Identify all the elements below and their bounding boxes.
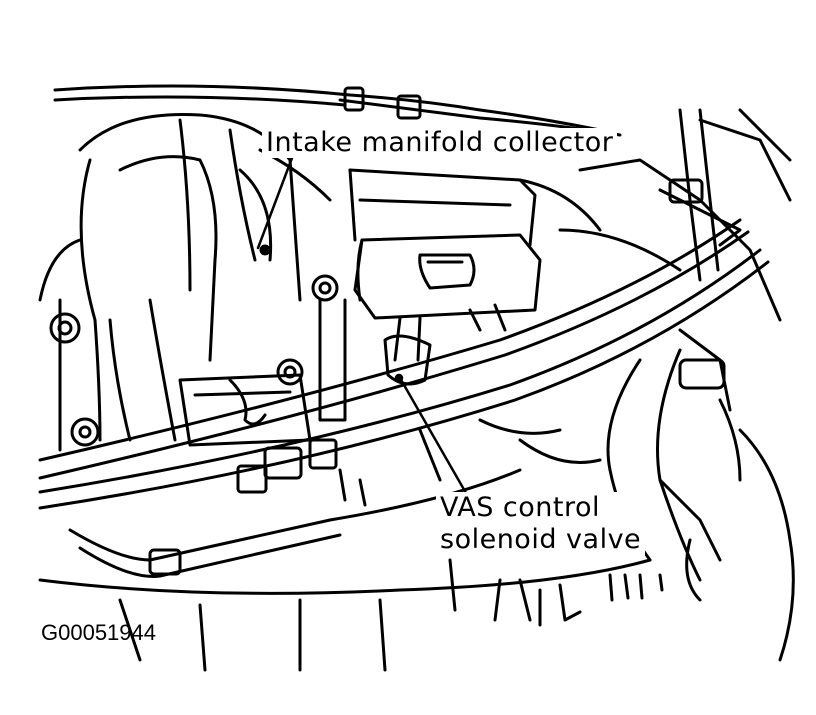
leader-line-vas [398, 376, 472, 502]
top-harness [53, 84, 622, 137]
bolts [49, 244, 347, 447]
vas-label-line-1: VAS control [440, 492, 601, 523]
intake-manifold-collector-label: Intake manifold collector [262, 128, 618, 158]
figure-id: G00051944 [41, 620, 156, 645]
leader-lines [256, 156, 472, 502]
lower-engine-detail [38, 418, 664, 672]
vas-label-line-2: solenoid valve [440, 524, 642, 555]
vacuum-tubes [38, 218, 770, 578]
vas-control-solenoid-valve-label: VAS control solenoid valve [436, 492, 646, 556]
vas-solenoid-body [353, 233, 542, 386]
leader-line-intake [256, 156, 294, 250]
right-hoses [606, 108, 795, 662]
engine-cover [348, 108, 792, 322]
